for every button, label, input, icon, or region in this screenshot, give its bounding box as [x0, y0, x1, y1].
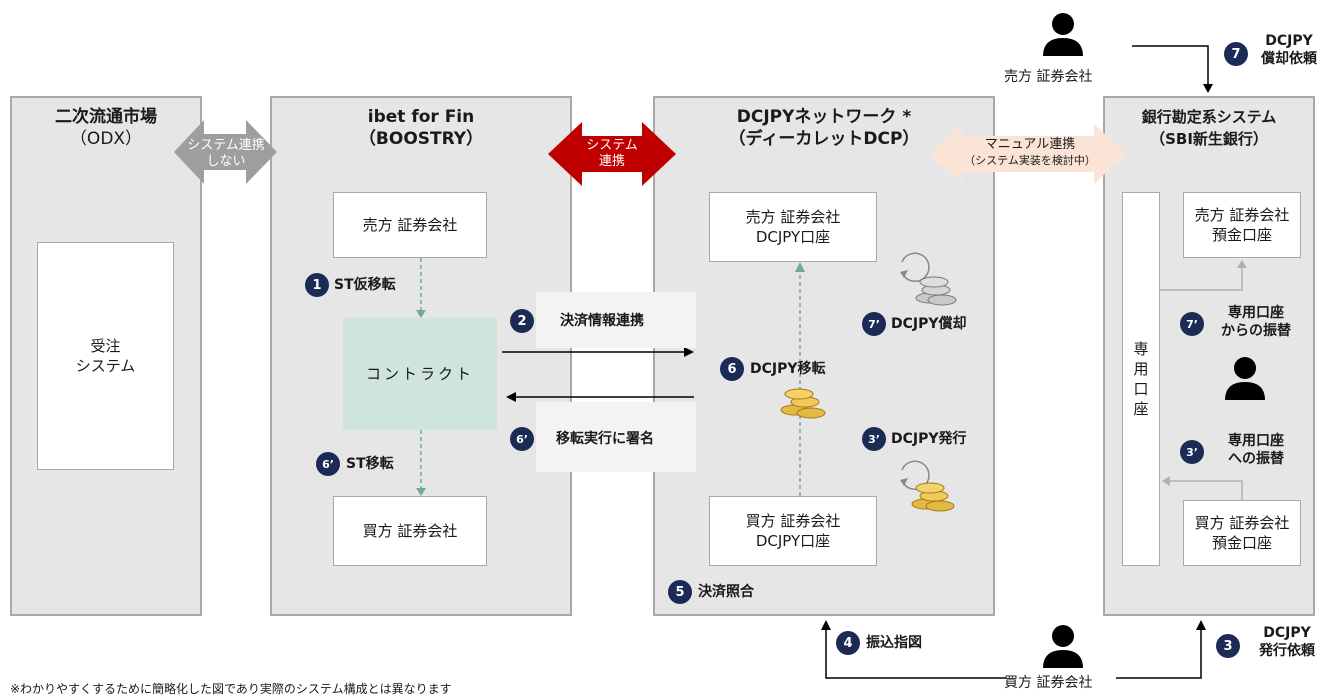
dcjpy-bank-link-arrow — [930, 124, 1126, 184]
step-6p-sign-marker: 6’ — [510, 427, 534, 451]
dcjpy-buyer-account-box: 買方 証券会社 DCJPY口座 — [709, 496, 877, 566]
step-7p-burn-marker: 7’ — [862, 312, 886, 336]
step-7p-bank-label: 専用口座 からの振替 — [1221, 305, 1291, 339]
bank-title: 銀行勘定系システム （SBI新生銀行） — [1141, 108, 1277, 148]
step-3-marker: 3 — [1216, 634, 1240, 658]
step-7-label: DCJPY 償却依頼 — [1261, 33, 1317, 67]
odx-title: 二次流通市場 （ODX） — [55, 107, 157, 149]
bank-buyer-account-box: 買方 証券会社 預金口座 — [1183, 500, 1301, 566]
buyer-person-label: 買方 証券会社 — [1004, 675, 1093, 691]
step-6p-st-label: ST移転 — [346, 456, 394, 472]
sign-transfer-box — [536, 402, 696, 472]
ibet-dcjpy-link-label: システム 連携 — [586, 138, 638, 169]
coin-stack-icon-transfer — [780, 388, 826, 419]
step-7-marker: 7 — [1224, 42, 1248, 66]
step-4-marker: 4 — [836, 631, 860, 655]
contract-box: コントラクト — [343, 318, 497, 430]
step-1-label: ST仮移転 — [334, 277, 396, 293]
step-6-marker: 6 — [720, 357, 744, 381]
step-4-label: 振込指図 — [866, 635, 922, 651]
ibet-seller-box: 売方 証券会社 — [333, 192, 487, 258]
person-icon — [1043, 13, 1083, 56]
step-3p-issue-label: DCJPY発行 — [891, 431, 967, 447]
dcjpy-title: DCJPYネットワーク * （ディーカレットDCP） — [728, 107, 920, 149]
dedicated-account-box: 専 用 口 座 — [1122, 192, 1160, 566]
ibet-dcjpy-link-arrow — [548, 122, 676, 186]
step-7p-bank-marker: 7’ — [1180, 312, 1204, 336]
step-1-marker: 1 — [305, 273, 329, 297]
step-5-marker: 5 — [668, 580, 692, 604]
odx-ibet-link-label: システム連携 しない — [187, 138, 265, 169]
dcjpy-seller-account-box: 売方 証券会社 DCJPY口座 — [709, 192, 877, 262]
step-6p-sign-label: 移転実行に署名 — [556, 431, 654, 447]
coin-stack-icon-burn — [900, 252, 957, 306]
ibet-buyer-box: 買方 証券会社 — [333, 496, 487, 566]
ibet-title: ibet for Fin （BOOSTRY） — [358, 107, 484, 149]
step-2-label: 決済情報連携 — [560, 313, 644, 329]
step-2-marker: 2 — [510, 309, 534, 333]
step-3-label: DCJPY 発行依頼 — [1259, 625, 1315, 659]
seller-person-label: 売方 証券会社 — [1004, 69, 1093, 85]
step-3p-bank-marker: 3’ — [1180, 440, 1204, 464]
footnote: ※わかりやすくするために簡略化した図であり実際のシステム構成とは異なります — [10, 682, 452, 696]
person-icon — [1225, 357, 1265, 400]
step-6p-st-marker: 6’ — [316, 452, 340, 476]
step-6-label: DCJPY移転 — [750, 361, 826, 377]
order-system-box: 受注 システム — [37, 242, 174, 470]
step-5-label: 決済照合 — [698, 584, 754, 600]
person-icon — [1043, 625, 1083, 668]
step-7p-burn-label: DCJPY償却 — [891, 316, 967, 332]
settlement-info-box — [536, 292, 696, 348]
step-3p-issue-marker: 3’ — [862, 427, 886, 451]
coin-stack-icon-issue — [900, 460, 955, 512]
bank-seller-account-box: 売方 証券会社 預金口座 — [1183, 192, 1301, 258]
odx-ibet-link-arrow — [174, 120, 277, 184]
dcjpy-bank-link-label: マニュアル連携 （システム実装を検討中） — [964, 137, 1096, 167]
step-3p-bank-label: 専用口座 への振替 — [1228, 433, 1284, 467]
